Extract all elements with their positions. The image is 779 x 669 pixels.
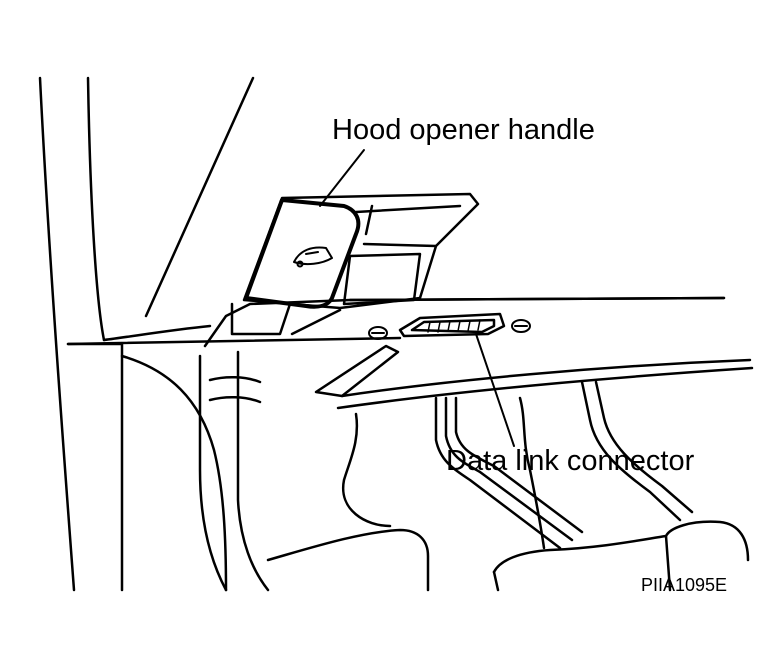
hood-opener-handle <box>230 192 480 336</box>
steering-column-area <box>341 380 694 550</box>
a-pillar <box>38 76 255 592</box>
data-link-connector <box>398 312 506 338</box>
dash-panel <box>314 296 754 410</box>
dashboard-lower-edge <box>66 296 726 348</box>
mounting-screws <box>368 319 531 340</box>
floor-shapes <box>266 520 750 592</box>
kick-panel <box>66 342 270 592</box>
figure-code: PIIA1095E <box>641 575 728 595</box>
data-link-connector-label: Data link connector <box>446 445 695 477</box>
hood-opener-handle-label: Hood opener handle <box>332 114 595 146</box>
leader-lines <box>319 149 515 447</box>
hood-release-icon <box>293 246 333 268</box>
